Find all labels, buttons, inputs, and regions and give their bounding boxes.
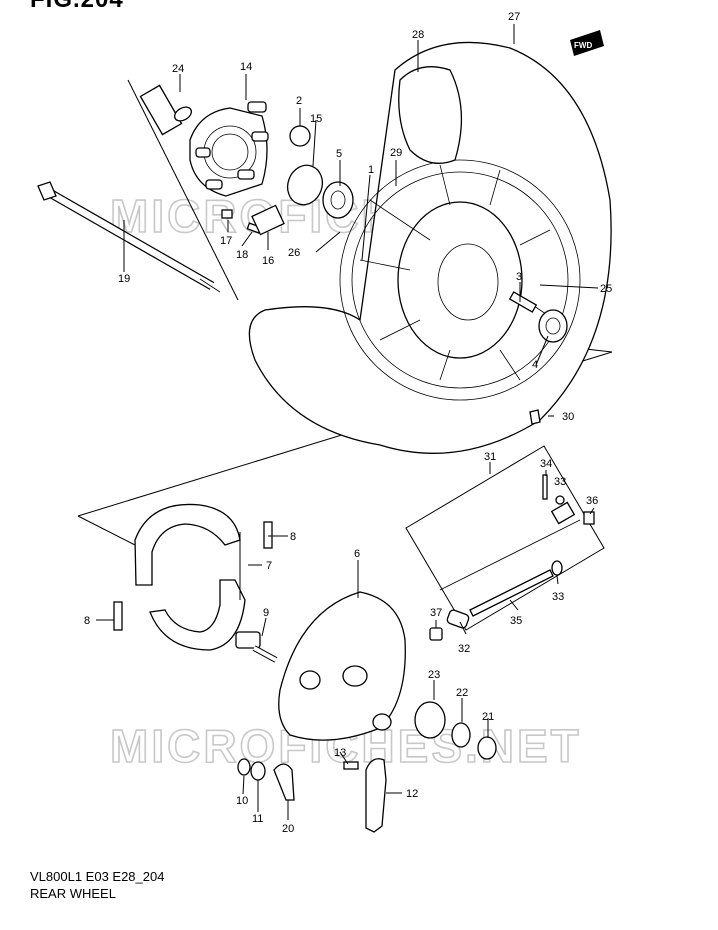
callout-8-upper: 8: [290, 531, 296, 543]
leader-lines: [96, 24, 599, 820]
callout-19: 19: [118, 273, 130, 285]
callout-13: 13: [334, 747, 346, 759]
joint-washer-part: [555, 495, 565, 505]
figure-name-caption: REAR WHEEL: [30, 886, 116, 901]
cam-washer-part: [250, 761, 266, 781]
sprocket-mount-part: [189, 101, 269, 197]
valve-cap-part: [529, 409, 541, 425]
rod-group-box: [405, 445, 605, 631]
sleeve-part: [139, 84, 193, 136]
axle-spacer-part: [508, 291, 538, 313]
return-spring-part: [273, 763, 295, 801]
callout-33-upper: 33: [554, 476, 566, 488]
spacer-part: [289, 125, 311, 147]
brake-panel-part: [278, 591, 406, 741]
axle-nut-part: [477, 736, 497, 760]
callout-6: 6: [354, 548, 360, 560]
bolt-part: [221, 209, 233, 219]
rod-nut-part: [446, 609, 470, 629]
callout-28: 28: [412, 29, 424, 41]
callout-5: 5: [336, 148, 342, 160]
forward-arrow-badge: FWD: [570, 30, 604, 56]
collar-part: [414, 701, 446, 739]
callout-8-lower: 8: [84, 615, 90, 627]
model-code-caption: VL800L1 E03 E28_204: [30, 869, 165, 884]
circlip-part: [237, 758, 251, 776]
cotter-pin-part: [542, 474, 548, 500]
svg-text:FWD: FWD: [574, 41, 592, 50]
callout-3: 3: [516, 271, 522, 283]
callout-23: 23: [428, 669, 440, 681]
spring-lower-part: [113, 601, 123, 631]
shoe-leader-line: [77, 515, 136, 546]
callout-37: 37: [430, 607, 442, 619]
adjust-nut-part: [429, 627, 443, 641]
washer-part: [451, 722, 471, 748]
axle-part: [37, 181, 221, 293]
figure-title: FIG.204: [30, 0, 124, 14]
brake-cam-part: [235, 631, 278, 663]
callout-34: 34: [540, 458, 552, 470]
brake-lever-part: [365, 758, 387, 833]
o-ring-part: [286, 164, 324, 206]
callout-22: 22: [456, 687, 468, 699]
rod-spring-part: [469, 569, 554, 617]
callout-29: 29: [390, 147, 402, 159]
right-bearing-part: [538, 309, 568, 343]
callout-25: 25: [600, 283, 612, 295]
joint-pin-part: [583, 511, 595, 525]
callout-20: 20: [282, 823, 294, 835]
callout-11: 11: [252, 813, 263, 825]
rod-joint-part: [550, 501, 576, 525]
callout-35: 35: [510, 615, 522, 627]
callout-2: 2: [296, 95, 302, 107]
lever-bolt-part: [343, 761, 359, 770]
brake-rod-part: [439, 519, 581, 591]
callout-21: 21: [482, 711, 494, 723]
callout-12: 12: [406, 788, 418, 800]
callout-14: 14: [240, 61, 252, 73]
tire-and-wheel: [248, 41, 612, 454]
callout-36: 36: [586, 495, 598, 507]
bearing-part: [322, 181, 354, 219]
callout-27: 27: [508, 11, 520, 23]
callout-33-lower: 33: [552, 591, 564, 603]
brake-shoe-part: [134, 503, 246, 651]
callout-18: 18: [236, 249, 248, 261]
callout-26: 26: [288, 247, 300, 259]
callout-17: 17: [220, 235, 232, 247]
callout-1: 1: [368, 164, 374, 176]
callout-31: 31: [484, 451, 496, 463]
inner-tube-part: [398, 66, 463, 164]
callout-24: 24: [172, 63, 184, 75]
lock-plate-part: [251, 204, 285, 236]
callout-10: 10: [236, 795, 248, 807]
hub-group-outline: [127, 79, 239, 301]
spring-washer-part: [551, 560, 563, 576]
callout-4: 4: [532, 359, 538, 371]
spring-upper-part: [263, 521, 273, 549]
callout-16: 16: [262, 255, 274, 267]
callout-32: 32: [458, 643, 470, 655]
callout-7: 7: [266, 560, 272, 572]
callout-9: 9: [263, 607, 269, 619]
callout-15: 15: [310, 113, 322, 125]
callout-30: 30: [562, 411, 574, 423]
